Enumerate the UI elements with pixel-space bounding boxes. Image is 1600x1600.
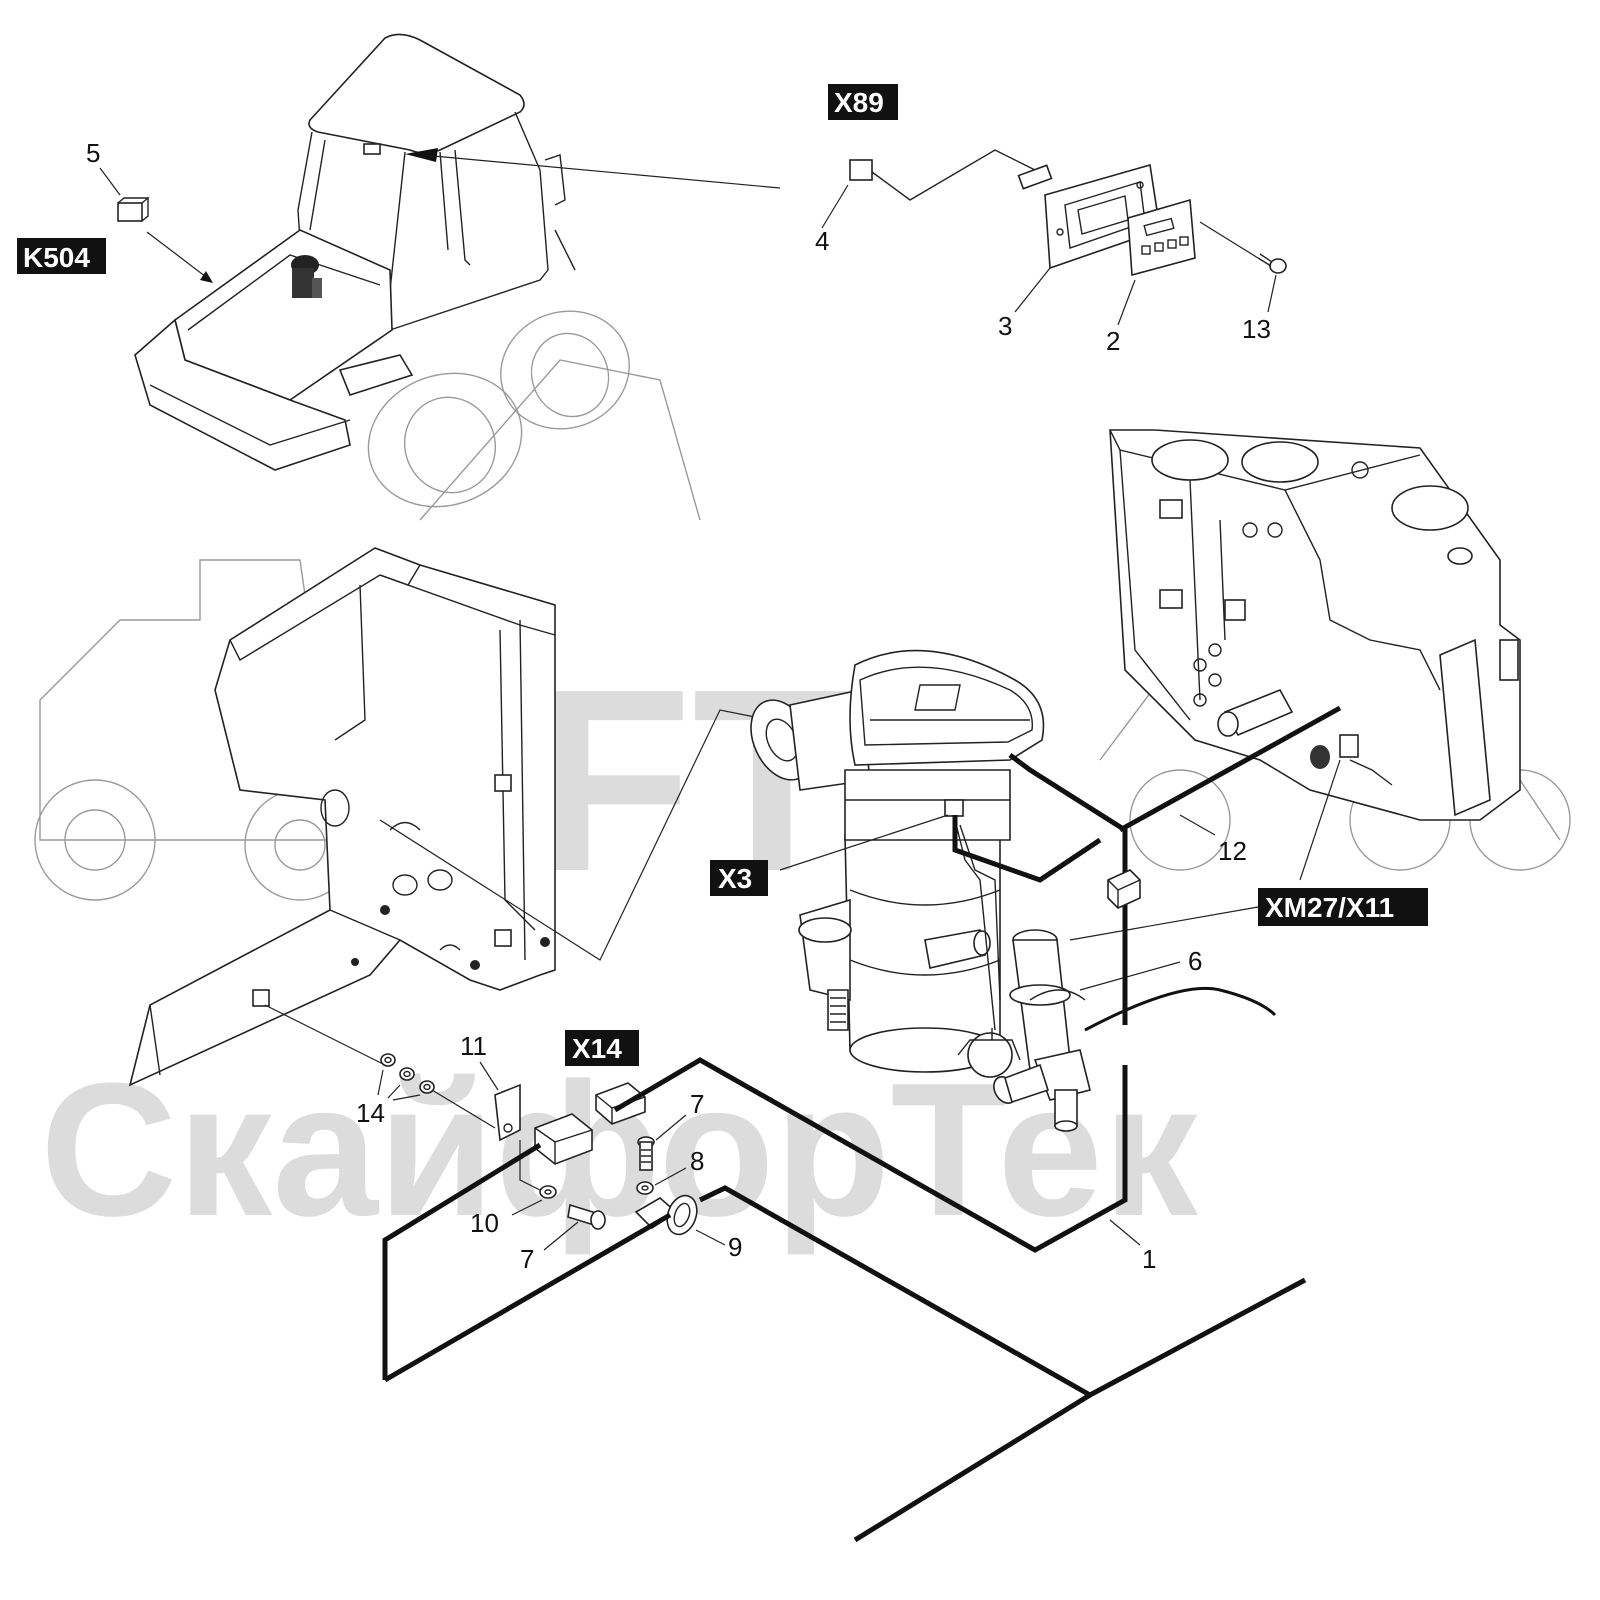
callout-9: 9 (728, 1232, 742, 1262)
callout-12: 12 (1218, 836, 1247, 866)
bolt-7-top (637, 1114, 687, 1171)
coolant-heater-icon (750, 649, 1045, 1078)
connector-xm27-x11 (1339, 734, 1359, 758)
callout-14: 14 (356, 1098, 385, 1128)
connector-x3 (944, 799, 964, 817)
callout-13: 13 (1242, 314, 1271, 344)
wiring-harness (382, 705, 1342, 1543)
tag-x89-label: X89 (834, 87, 884, 118)
mounting-bracket-icon (128, 547, 761, 1087)
tag-x3: X3 (710, 860, 768, 896)
control-panel-icon (1117, 198, 1259, 326)
mini-heater-icon (291, 255, 322, 298)
tag-x89: X89 (828, 84, 898, 120)
relay-k504 (99, 167, 213, 283)
washer-10 (511, 1185, 557, 1216)
tag-k504: K504 (17, 238, 106, 274)
washer-8 (636, 1167, 687, 1195)
callout-1: 1 (1142, 1244, 1156, 1274)
callout-5: 5 (86, 138, 100, 168)
callout-7-top: 7 (690, 1089, 704, 1119)
circulation-pump-icon (993, 906, 1259, 1132)
cab-display-spot (363, 143, 381, 155)
connector-harness (1107, 869, 1141, 909)
callout-2: 2 (1106, 326, 1120, 356)
tag-k504-label: K504 (23, 242, 90, 273)
chassis-frame-icon (1109, 429, 1521, 881)
callout-3: 3 (998, 311, 1012, 341)
callout-10: 10 (470, 1208, 499, 1238)
callout-4: 4 (815, 226, 829, 256)
tag-x3-label: X3 (718, 863, 752, 894)
tag-x14: X14 (565, 1030, 639, 1066)
callout-8: 8 (690, 1146, 704, 1176)
tag-xm27-x11-label: XM27/X11 (1265, 892, 1394, 923)
tag-xm27-x11: XM27/X11 (1258, 888, 1428, 926)
clip-bracket (479, 1061, 541, 1191)
callout-7-bottom: 7 (520, 1244, 534, 1274)
connector-x14 (595, 1082, 646, 1125)
panel-cable (821, 149, 1053, 229)
screw-icon (1257, 253, 1287, 313)
callout-6: 6 (1188, 946, 1202, 976)
washer-set (377, 1053, 496, 1129)
grommet-9 (634, 1194, 726, 1246)
callout-11: 11 (460, 1031, 487, 1061)
wheel-loader-cab-icon (134, 33, 781, 508)
bolt-7-bottom (543, 1203, 606, 1251)
tag-x14-label: X14 (572, 1033, 622, 1064)
connector-block (534, 1113, 593, 1165)
